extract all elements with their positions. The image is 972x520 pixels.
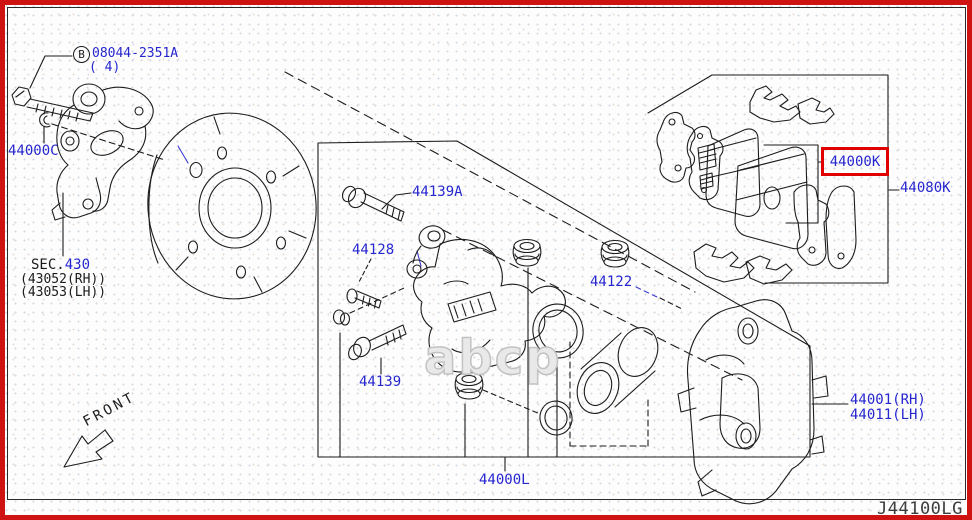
axis-dash-2 xyxy=(442,229,743,381)
piston-dash-box xyxy=(569,341,649,447)
axis-dash-main xyxy=(284,71,696,293)
pad-kit-comb xyxy=(763,144,822,224)
bolt-leader xyxy=(29,55,73,89)
axis-dash-3 xyxy=(482,389,541,415)
slide-pin-upper-art xyxy=(341,185,405,222)
part-label-caliper-rh[interactable]: 44001(RH) xyxy=(850,392,926,408)
washer-icon xyxy=(39,112,51,128)
pad-kit-highlight-box[interactable]: 44000K xyxy=(821,147,889,176)
piston-art xyxy=(576,327,659,414)
part-label-hardware-kit[interactable]: 44080K xyxy=(900,180,951,196)
pin-upper-leader xyxy=(381,192,412,210)
part-label-bleeder[interactable]: 44128 xyxy=(352,242,395,258)
seal-kit-comb xyxy=(339,267,558,472)
bolt-shaft xyxy=(26,98,94,122)
part-label-pad-kit[interactable]: 44000K xyxy=(829,153,881,170)
axis-dash-left xyxy=(51,123,166,161)
front-arrow-icon xyxy=(63,429,114,468)
part-label-slide-pin-lower[interactable]: 44139 xyxy=(359,374,402,390)
part-label-slide-pin-upper[interactable]: 44139A xyxy=(412,184,463,200)
sec-lh-label: (43053(LH)) xyxy=(20,285,107,300)
caliper-box-art xyxy=(284,71,811,472)
bleeder-art xyxy=(332,258,405,326)
pin-upper-blue-tick xyxy=(416,250,422,267)
watermark-text: abcp xyxy=(423,329,562,387)
bolt-icon xyxy=(11,86,32,107)
inner-border xyxy=(7,7,966,500)
part-label-seal-kit[interactable]: 44000L xyxy=(479,472,530,488)
middle-box xyxy=(317,140,811,458)
piston-leader-dash xyxy=(659,297,685,311)
part-label-bolt[interactable]: 08044-2351A xyxy=(92,46,179,61)
splash-shield-art xyxy=(147,112,317,300)
knuckle-assembly-art xyxy=(11,55,317,300)
bracket-art xyxy=(677,299,849,505)
caliper-body-art xyxy=(406,225,566,373)
sec-prefix: SEC. xyxy=(31,257,65,273)
slide-pin-lower-art xyxy=(348,324,407,375)
pad-kit-box-art xyxy=(647,74,900,285)
sec-label[interactable]: SEC.430 xyxy=(31,258,90,273)
diagram-code-stamp: J44100LG xyxy=(877,499,963,519)
part-label-piston[interactable]: 44122 xyxy=(590,274,633,290)
clip-blue-tick xyxy=(177,145,189,164)
part-label-clip-washer[interactable]: 44000C xyxy=(8,143,59,159)
part-label-bolt-qty: ( 4) xyxy=(89,60,121,75)
bolt-badge-icon: B xyxy=(73,46,90,63)
sec-rh-label: (43052(RH)) xyxy=(20,272,107,287)
piston-leader-blue xyxy=(635,286,658,298)
part-label-caliper-lh[interactable]: 44011(LH) xyxy=(850,407,926,423)
piston-seal-art xyxy=(532,303,584,436)
pads-box xyxy=(647,74,889,284)
sec-number: 430 xyxy=(64,257,91,273)
